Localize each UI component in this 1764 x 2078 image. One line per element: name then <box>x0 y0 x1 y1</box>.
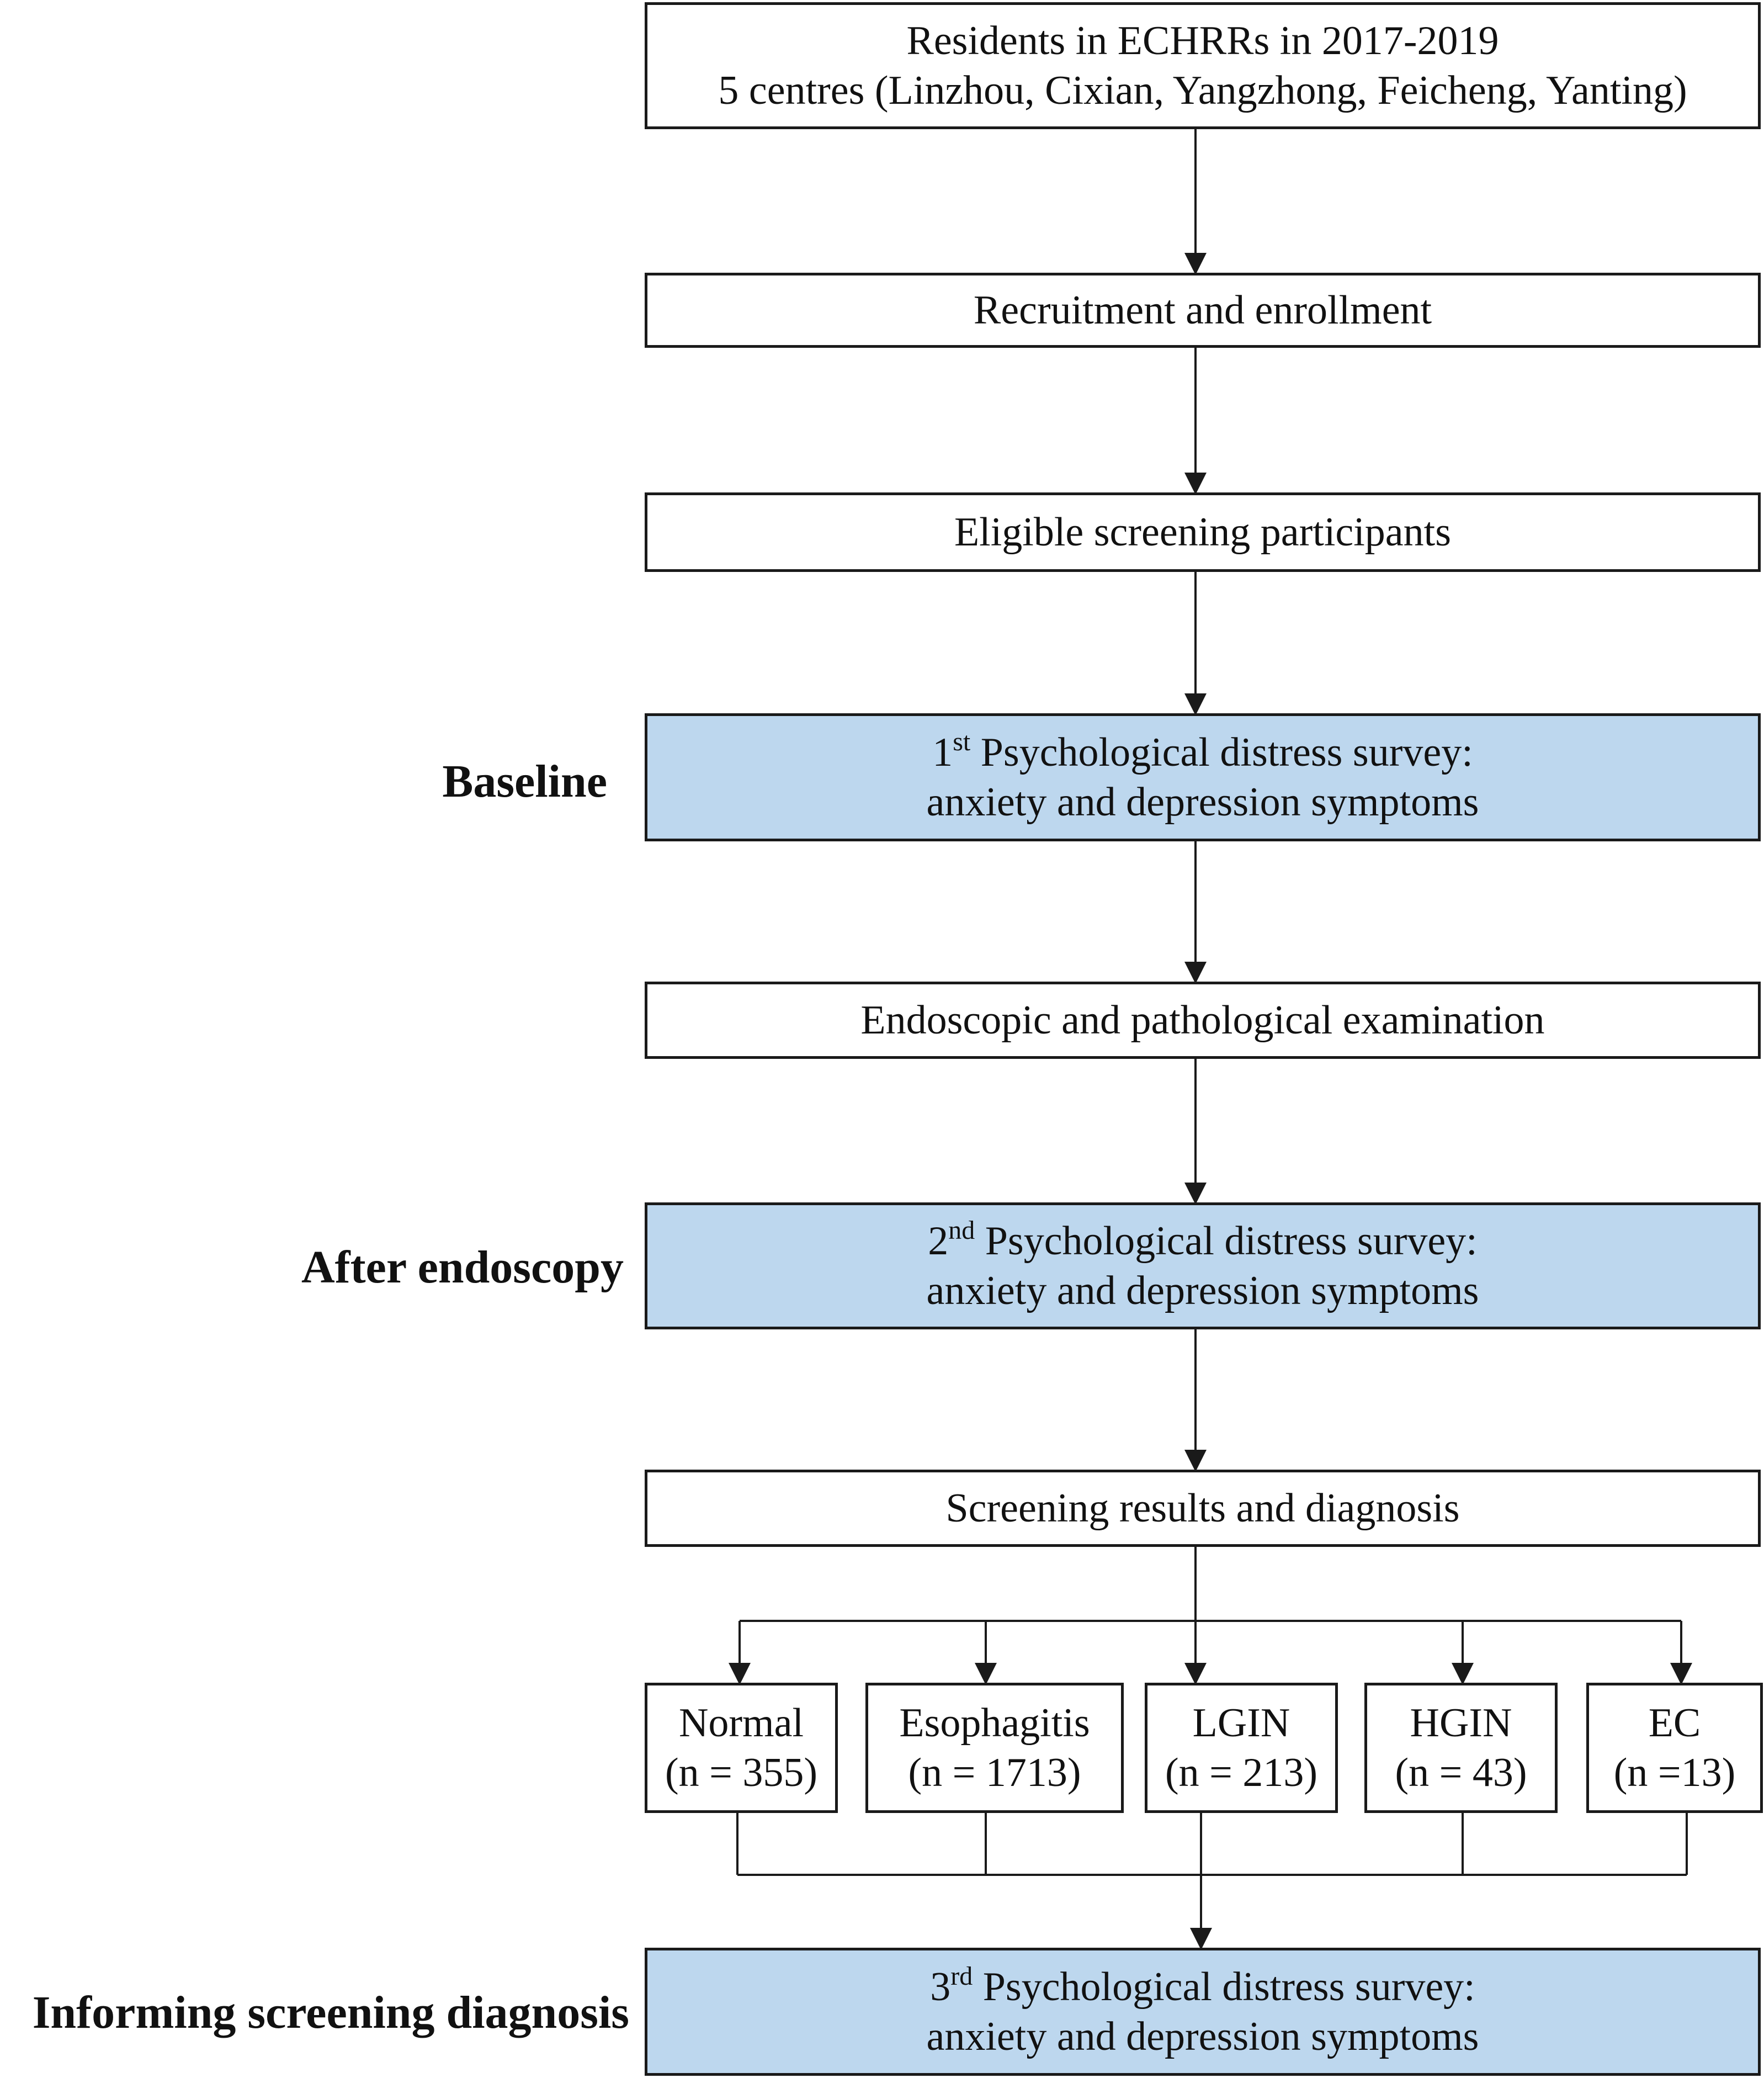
survey-1-subtitle: anxiety and depression symptoms <box>926 780 1479 825</box>
survey-1-title: 1st Psychological distress survey: <box>932 728 1473 777</box>
group-name: Esophagitis <box>899 1700 1090 1746</box>
survey-2-ordinal-suffix: nd <box>948 1216 975 1245</box>
group-count: (n = 43) <box>1395 1750 1527 1795</box>
endoscopic-box: Endoscopic and pathological examination <box>645 982 1761 1059</box>
survey-1-box: 1st Psychological distress survey: anxie… <box>645 713 1761 841</box>
survey-1-title-text: Psychological distress survey: <box>970 730 1473 775</box>
group-count: (n = 1713) <box>908 1750 1081 1795</box>
survey-2-box: 2nd Psychological distress survey: anxie… <box>645 1202 1761 1329</box>
group-box-ec: EC (n =13) <box>1586 1683 1763 1813</box>
group-name: Normal <box>678 1700 804 1746</box>
survey-1-ordinal-suffix: st <box>953 727 971 756</box>
residents-box: Residents in ECHRRs in 2017-2019 5 centr… <box>645 2 1761 129</box>
eligible-label: Eligible screening participants <box>954 510 1452 555</box>
survey-2-title-text: Psychological distress survey: <box>975 1218 1478 1264</box>
survey-2-ordinal: 2 <box>928 1218 949 1264</box>
group-box-hgin: HGIN (n = 43) <box>1364 1683 1558 1813</box>
recruitment-label: Recruitment and enrollment <box>973 288 1432 333</box>
survey-2-subtitle: anxiety and depression symptoms <box>926 1268 1479 1313</box>
stage-label-baseline: Baseline <box>442 755 607 807</box>
survey-3-box: 3rd Psychological distress survey: anxie… <box>645 1948 1761 2076</box>
group-name: HGIN <box>1410 1700 1512 1746</box>
group-box-lgin: LGIN (n = 213) <box>1145 1683 1338 1813</box>
group-count: (n = 355) <box>665 1750 818 1795</box>
group-name: EC <box>1648 1700 1701 1746</box>
group-count: (n = 213) <box>1165 1750 1318 1795</box>
residents-line-2: 5 centres (Linzhou, Cixian, Yangzhong, F… <box>718 68 1687 113</box>
survey-3-subtitle: anxiety and depression symptoms <box>926 2014 1479 2059</box>
results-box: Screening results and diagnosis <box>645 1470 1761 1547</box>
stage-label-after-endoscopy: After endoscopy <box>301 1241 624 1293</box>
survey-3-title-text: Psychological distress survey: <box>973 1964 1475 2010</box>
group-count: (n =13) <box>1613 1750 1736 1795</box>
group-name: LGIN <box>1192 1700 1290 1746</box>
survey-3-ordinal: 3 <box>930 1964 951 2010</box>
eligible-box: Eligible screening participants <box>645 492 1761 572</box>
results-label: Screening results and diagnosis <box>945 1486 1460 1531</box>
endoscopic-label: Endoscopic and pathological examination <box>860 998 1545 1043</box>
residents-line-1: Residents in ECHRRs in 2017-2019 <box>906 18 1499 63</box>
survey-2-title: 2nd Psychological distress survey: <box>928 1216 1478 1266</box>
stage-label-informing-diagnosis: Informing screening diagnosis <box>32 1986 629 2038</box>
survey-3-title: 3rd Psychological distress survey: <box>930 1962 1475 2012</box>
recruitment-box: Recruitment and enrollment <box>645 273 1761 348</box>
survey-3-ordinal-suffix: rd <box>950 1962 973 1991</box>
survey-1-ordinal: 1 <box>932 730 953 775</box>
group-box-normal: Normal (n = 355) <box>645 1683 838 1813</box>
group-box-esophagitis: Esophagitis (n = 1713) <box>865 1683 1124 1813</box>
